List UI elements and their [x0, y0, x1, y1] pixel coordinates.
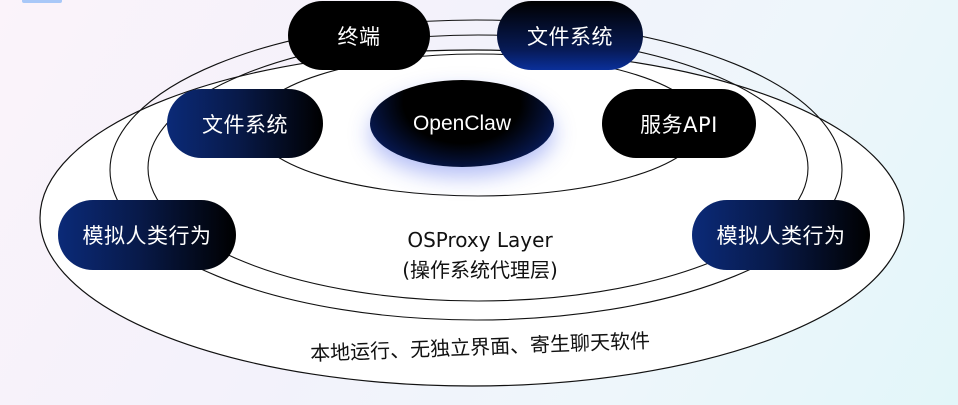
- node-human-behavior-right[interactable]: 模拟人类行为: [692, 200, 870, 270]
- node-human-behavior-left[interactable]: 模拟人类行为: [58, 200, 236, 270]
- core-openclaw-label: OpenClaw: [412, 111, 512, 135]
- node-service-api-label: 服务API: [640, 112, 718, 137]
- node-filesystem-left-label: 文件系统: [202, 112, 288, 137]
- node-service-api[interactable]: 服务API: [602, 89, 756, 158]
- node-human-behavior-right-label: 模拟人类行为: [716, 224, 846, 248]
- middle-ring-outer: [109, 19, 843, 321]
- node-human-behavior-left-label: 模拟人类行为: [82, 224, 212, 248]
- layer-title: OSProxy Layer: [407, 228, 553, 252]
- node-terminal-label: 终端: [337, 24, 381, 49]
- core-openclaw[interactable]: OpenClaw: [370, 80, 554, 167]
- node-filesystem-left[interactable]: 文件系统: [167, 89, 323, 158]
- node-terminal[interactable]: 终端: [288, 1, 430, 70]
- middle-ring-inner: [147, 34, 809, 302]
- layer-subtitle: (操作系统代理层): [402, 258, 558, 282]
- top-left-marker: [22, 0, 62, 3]
- node-filesystem-top[interactable]: 文件系统: [497, 1, 643, 70]
- node-filesystem-top-label: 文件系统: [527, 24, 613, 49]
